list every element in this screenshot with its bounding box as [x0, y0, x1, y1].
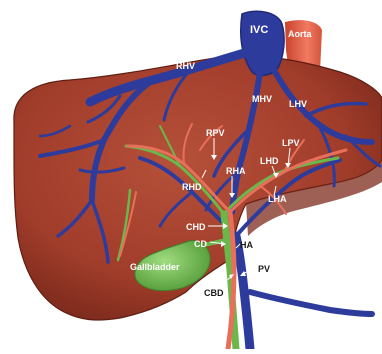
- label-rhv: RHV: [176, 61, 195, 71]
- label-ha: HA: [240, 240, 253, 250]
- label-ivc: IVC: [250, 24, 268, 36]
- label-mhv: MHV: [252, 94, 272, 104]
- label-lhv: LHV: [289, 99, 307, 109]
- label-lha: LHA: [268, 194, 287, 204]
- label-cd: CD: [194, 239, 207, 249]
- label-rha: RHA: [226, 166, 246, 176]
- label-pv: PV: [258, 264, 270, 274]
- label-gallbladder: Gallbladder: [130, 262, 180, 272]
- label-rhd: RHD: [182, 182, 202, 192]
- label-lpv: LPV: [282, 138, 300, 148]
- label-rpv: RPV: [206, 128, 225, 138]
- label-cbd: CBD: [204, 288, 224, 298]
- label-chd: CHD: [186, 222, 206, 232]
- label-lhd: LHD: [260, 156, 279, 166]
- label-aorta: Aorta: [288, 29, 312, 39]
